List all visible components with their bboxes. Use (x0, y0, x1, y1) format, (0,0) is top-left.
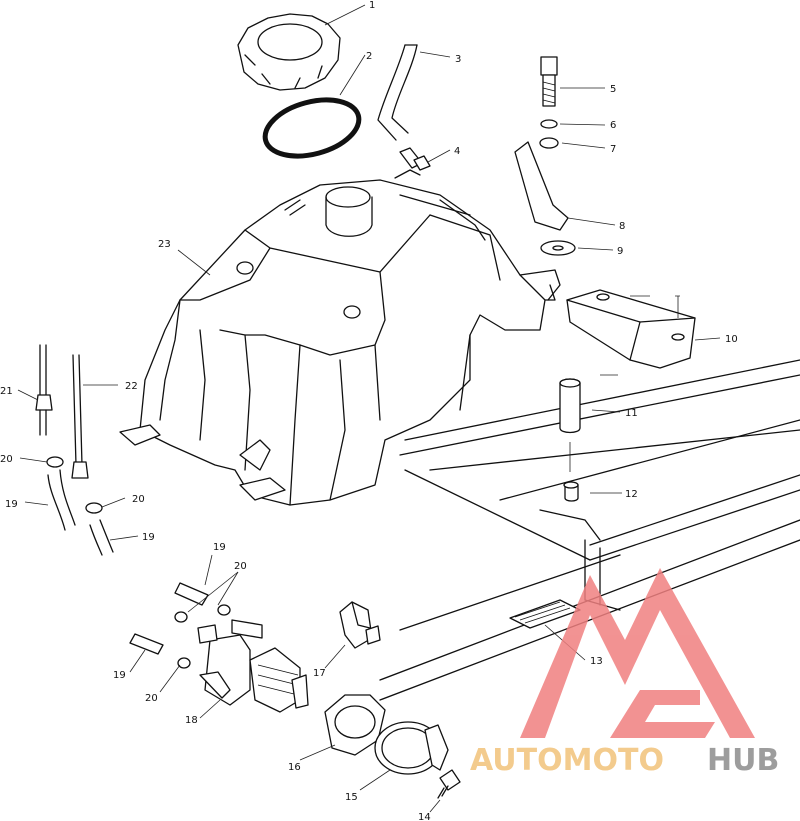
watermark-text-hub: HUB (707, 743, 779, 778)
callout-15: 15 (345, 792, 358, 803)
callout-18: 18 (185, 715, 198, 726)
spacer (559, 378, 581, 502)
callout-11: 11 (625, 408, 638, 419)
fuel-tank (119, 169, 561, 506)
callout-19a: 19 (213, 542, 226, 553)
bumper-pad (566, 289, 696, 369)
watermark-logo: AUTOMOTO HUB (470, 568, 779, 778)
callout-13: 13 (590, 656, 603, 667)
gasket-ring (262, 97, 362, 159)
callout-8: 8 (619, 221, 625, 232)
watermark-triangle-inner (610, 690, 715, 738)
callout-1: 1 (369, 0, 375, 11)
callout-22: 22 (125, 381, 138, 392)
frame-rails (379, 359, 800, 701)
callout-3: 3 (455, 54, 461, 65)
callout-21: 21 (0, 386, 13, 397)
callout-6: 6 (610, 120, 616, 131)
callouts: 1 2 3 4 5 6 7 8 9 10 11 12 13 14 15 16 1… (0, 0, 738, 821)
callout-20c: 20 (0, 454, 13, 465)
callout-9: 9 (617, 246, 623, 257)
watermark-triangle-outer (520, 568, 755, 738)
fuel-lines (35, 344, 231, 669)
callout-17: 17 (313, 668, 326, 679)
callout-10: 10 (725, 334, 738, 345)
callout-4: 4 (454, 146, 460, 157)
callout-20a: 20 (234, 561, 247, 572)
hose-clip (339, 601, 381, 649)
fuel-gauge-assembly (324, 694, 461, 799)
mount-hardware (514, 56, 576, 256)
callout-7: 7 (610, 144, 616, 155)
leader-lines (17, 4, 721, 813)
callout-14: 14 (418, 812, 431, 821)
watermark-text-main: AUTOMOTO (470, 743, 664, 778)
vent-hose (377, 44, 431, 171)
callout-5: 5 (610, 84, 616, 95)
callout-23: 23 (158, 239, 171, 250)
callout-16: 16 (288, 762, 301, 773)
callout-12: 12 (625, 489, 638, 500)
callout-19b: 19 (113, 670, 126, 681)
callout-20d: 20 (132, 494, 145, 505)
callout-20b: 20 (145, 693, 158, 704)
callout-2: 2 (366, 51, 372, 62)
fuel-valve (197, 619, 309, 713)
callout-19c: 19 (5, 499, 18, 510)
callout-19d: 19 (142, 532, 155, 543)
fuel-cap (237, 13, 341, 91)
